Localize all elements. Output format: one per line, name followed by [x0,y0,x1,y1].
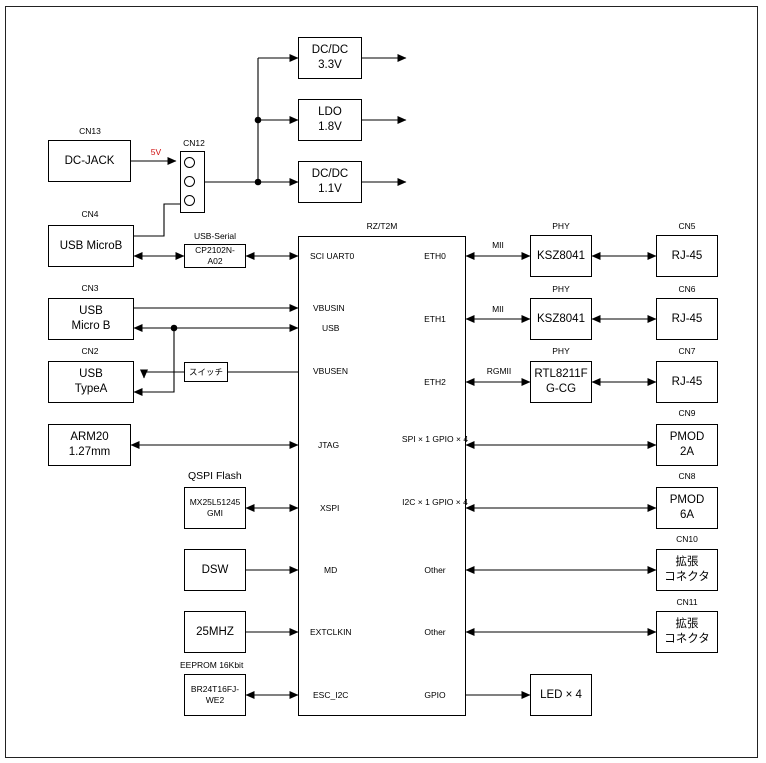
pin-vbusen: VBUSEN [313,366,348,376]
rj45-cn6: RJ-45 [656,298,718,340]
eeprom-tag: EEPROM 16Kbit [180,660,244,670]
br24t16fj-block: BR24T16FJ- WE2 [184,674,246,716]
pin-spi-gpio: SPI × 1 GPIO × 4 [401,434,469,444]
rz-t2m-block [298,236,466,716]
pin-i2c-gpio: I2C × 1 GPIO × 4 [402,497,468,507]
wire-usb-typea [133,328,175,396]
pin-sci-uart0: SCI UART0 [310,251,355,261]
pin-xspi: XSPI [320,503,340,513]
pin-extclkin: EXTCLKIN [310,627,352,637]
cp2102n-block: CP2102N- A02 [184,244,246,268]
header-pin [184,195,195,206]
cn5-tag: CN5 [678,221,696,231]
junction-dot [254,178,262,186]
bus-label-rgmii: RGMII [486,366,512,376]
cn9-tag: CN9 [678,408,696,418]
cn2-tag: CN2 [81,346,99,356]
pin-eth1: ETH1 [424,314,446,324]
switch-block: スイッチ [184,362,228,382]
cn6-tag: CN6 [678,284,696,294]
bus-label-mii: MII [492,304,504,314]
qspi-flash-tag: QSPI Flash [188,470,242,482]
cn13-tag: CN13 [79,126,101,136]
phy-rtl8211f-eth2: RTL8211F G-CG [530,361,592,403]
pin-eth0: ETH0 [424,251,446,261]
usb-microb-block: USB MicroB [48,225,134,267]
osc-25mhz-block: 25MHZ [184,611,246,653]
pin-gpio: GPIO [424,690,446,700]
mx25l51245-block: MX25L51245 GMI [184,487,246,529]
phy-tag: PHY [552,221,570,231]
pin-other-2: Other [424,627,446,637]
diagram-frame [5,6,758,758]
arm20-block: ARM20 1.27mm [48,424,131,466]
pin-md: MD [324,565,338,575]
dcdc-3v3-block: DC/DC 3.3V [298,37,362,79]
cn12-header [180,151,205,213]
dsw-block: DSW [184,549,246,591]
wire-usb-power [134,203,180,237]
pin-jtag: JTAG [318,440,340,450]
phy-tag: PHY [552,346,570,356]
junction-dot [170,324,178,332]
pin-vbusin: VBUSIN [313,303,345,313]
pmod-6a-cn8: PMOD 6A [656,487,718,529]
ldo-1v8-block: LDO 1.8V [298,99,362,141]
expansion-connector-cn10: 拡張 コネクタ [656,549,718,591]
usb-micro-b-block: USB Micro B [48,298,134,340]
pin-esc-i2c: ESC_I2C [313,690,349,700]
phy-tag: PHY [552,284,570,294]
usb-typea-block: USB TypeA [48,361,134,403]
pin-other-1: Other [424,565,446,575]
rj45-cn7: RJ-45 [656,361,718,403]
pmod-2a-cn9: PMOD 2A [656,424,718,466]
phy-ksz8041-eth1: KSZ8041 [530,298,592,340]
pin-usb: USB [322,323,340,333]
header-pin [184,157,195,168]
expansion-connector-cn11: 拡張 コネクタ [656,611,718,653]
dc-jack-block: DC-JACK [48,140,131,182]
voltage-5v-label: 5V [150,147,162,157]
cn12-tag: CN12 [183,138,205,148]
cn4-tag: CN4 [81,209,99,219]
cn7-tag: CN7 [678,346,696,356]
junction-dot [254,116,262,124]
cn11-tag: CN11 [676,597,698,607]
bus-label-mii: MII [492,240,504,250]
led-block: LED × 4 [530,674,592,716]
main-chip-label: RZ/T2M [366,221,398,231]
wire-switch-out [140,369,184,379]
cn10-tag: CN10 [676,534,698,544]
usb-serial-tag: USB-Serial [193,231,237,241]
pin-eth2: ETH2 [424,377,446,387]
dcdc-1v1-block: DC/DC 1.1V [298,161,362,203]
cn8-tag: CN8 [678,471,696,481]
phy-ksz8041-eth0: KSZ8041 [530,235,592,277]
cn3-tag: CN3 [81,283,99,293]
rj45-cn5: RJ-45 [656,235,718,277]
header-pin [184,176,195,187]
